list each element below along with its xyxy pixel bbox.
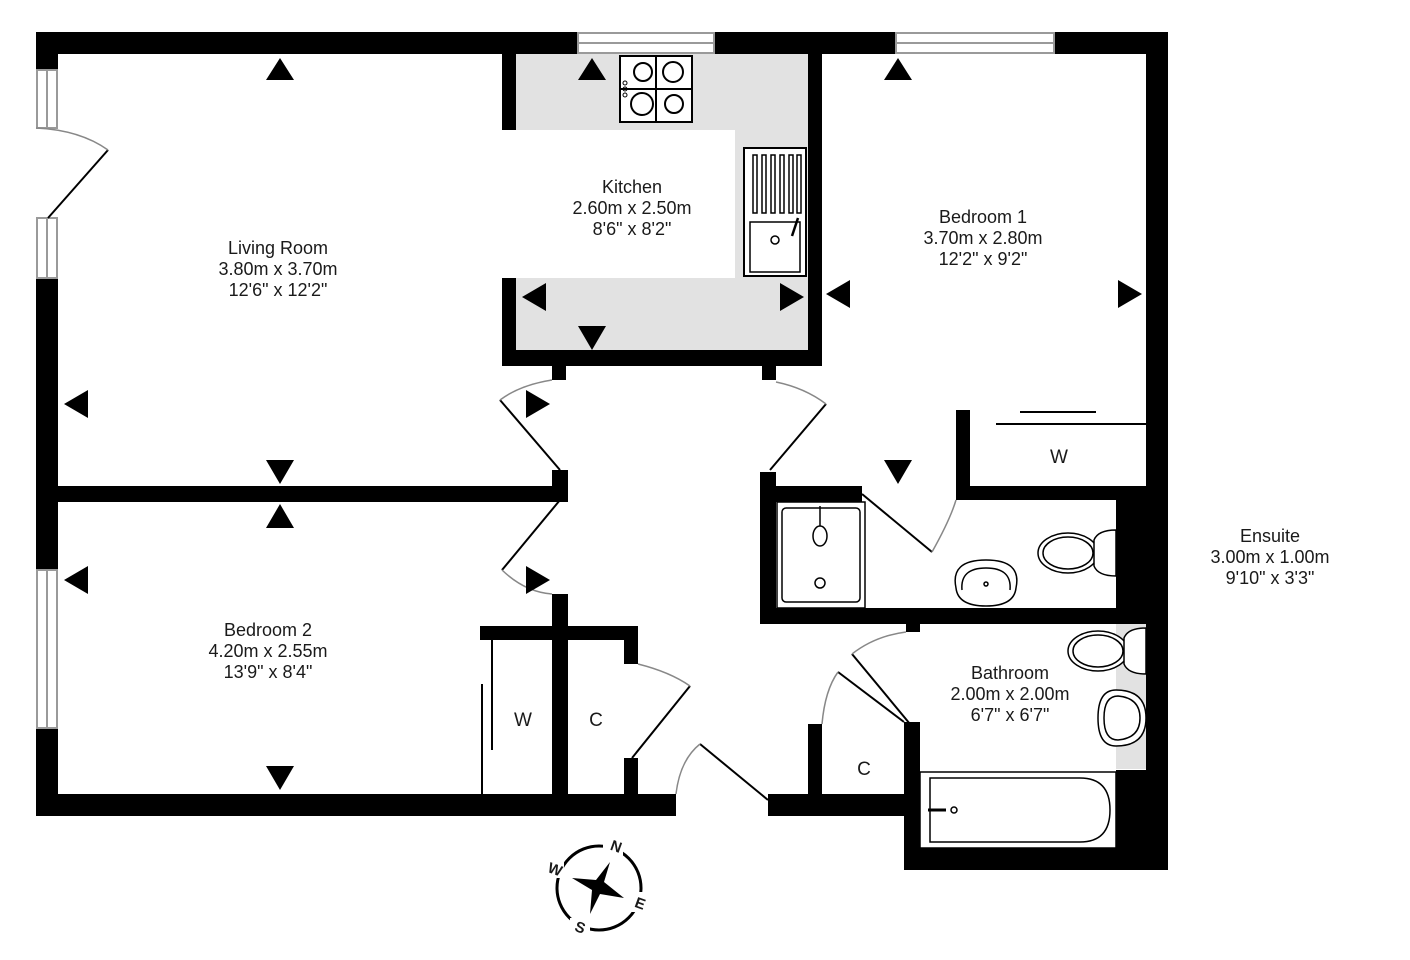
- compass-icon: [544, 838, 650, 938]
- room-name: Bathroom: [970, 663, 1050, 683]
- room-imperial: 6'7" x 6'7": [970, 705, 1050, 725]
- room-label-ensuite: Ensuite 3.00m x 1.00m 9'10" x 3'3": [1210, 526, 1329, 589]
- shower-icon: [776, 501, 866, 609]
- windows: [36, 32, 1055, 729]
- room-metric: 2.00m x 2.00m: [950, 684, 1070, 704]
- kitchen-floor: [515, 52, 1146, 769]
- wardrobe-label-bedroom-2: W: [514, 710, 532, 731]
- room-metric: 2.60m x 2.50m: [572, 198, 692, 218]
- room-label-bedroom-1: Bedroom 1 3.70m x 2.80m 12'2" x 9'2": [923, 207, 1042, 270]
- room-imperial: 13'9" x 8'4": [223, 662, 313, 682]
- room-imperial: 12'2" x 9'2": [938, 249, 1028, 269]
- wardrobe-label-bedroom-1: W: [1050, 447, 1068, 468]
- cupboard-label-hall: C: [589, 710, 603, 731]
- room-imperial: 8'6" x 8'2": [592, 219, 672, 239]
- room-imperial: 9'10" x 3'3": [1225, 568, 1315, 588]
- bathtub-icon: [919, 771, 1117, 849]
- ensuite-toilet-icon: [1037, 529, 1117, 577]
- bathroom-toilet-icon: [1067, 627, 1147, 675]
- room-label-living-room: Living Room 3.80m x 3.70m 12'6" x 12'2": [218, 238, 337, 301]
- room-metric: 3.80m x 3.70m: [218, 259, 338, 279]
- room-metric: 3.00m x 1.00m: [1210, 547, 1330, 567]
- room-name: Bedroom 2: [223, 620, 313, 640]
- hob-icon: [619, 55, 693, 123]
- room-imperial: 12'6" x 12'2": [228, 280, 328, 300]
- kitchen-sink-icon: [743, 147, 807, 277]
- room-metric: 3.70m x 2.80m: [923, 228, 1043, 248]
- cupboard-label-bathroom: C: [857, 759, 871, 780]
- room-label-kitchen: Kitchen 2.60m x 2.50m 8'6" x 8'2": [572, 177, 691, 240]
- room-label-bedroom-2: Bedroom 2 4.20m x 2.55m 13'9" x 8'4": [208, 620, 327, 683]
- dimension-markers: [64, 58, 1142, 790]
- walls: [36, 32, 1168, 870]
- room-name: Bedroom 1: [938, 207, 1028, 227]
- room-name: Kitchen: [601, 177, 663, 197]
- room-label-bathroom: Bathroom 2.00m x 2.00m 6'7" x 6'7": [950, 663, 1069, 726]
- doors: [35, 127, 1146, 801]
- room-metric: 4.20m x 2.55m: [208, 641, 328, 661]
- room-name: Ensuite: [1239, 526, 1301, 546]
- bathroom-basin-icon: [1097, 689, 1147, 747]
- room-name: Living Room: [227, 238, 329, 258]
- ensuite-basin-icon: [954, 559, 1018, 607]
